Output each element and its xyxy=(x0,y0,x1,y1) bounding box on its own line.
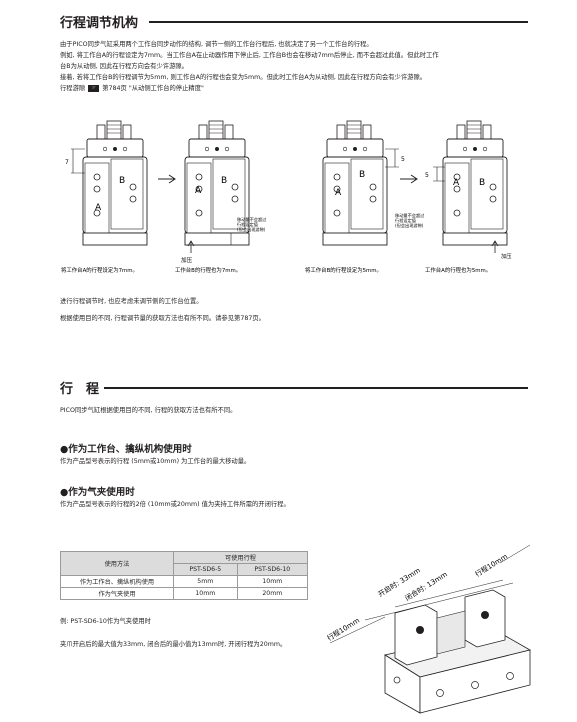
model-header: PST-SD6-5 xyxy=(173,563,238,576)
paragraph-6: 根据使用目的不同, 行程调节量的获取方法也有所不同。请参见第787页。 xyxy=(60,315,265,322)
value-cell: 20mm xyxy=(236,587,309,600)
cylinder-figure-3: A B 5 xyxy=(322,120,405,246)
arrow-right-icon xyxy=(400,174,418,184)
table-a-label: A xyxy=(195,186,202,196)
dimension-7: 7 xyxy=(65,159,69,166)
value-cell: 10mm xyxy=(236,575,309,588)
col-stroke-header: 可使用行程 xyxy=(173,551,308,564)
arrow-right-icon xyxy=(158,174,176,184)
stroke-adjust-diagram: A B 7 A B 加压 移动量不会超过 行程设定值 (但会出现游隙) A B … xyxy=(61,120,511,274)
arrow-up-icon xyxy=(491,240,499,253)
value-cell: 10mm xyxy=(173,587,238,600)
paragraph-5: 进行行程调节时, 也应考虑未调节侧的工作台位置。 xyxy=(60,298,203,305)
example-label: 例: PST-SD6-10作为气夹使用时 xyxy=(60,618,151,625)
cylinder-figure-1: A B 7 xyxy=(65,120,148,246)
paragraph-2a: 例如, 将工作台A的行程设定为7mm。当工作台A在止动器作用下停止后, 工作台B… xyxy=(60,52,439,59)
backlash-label: 行程游隙 xyxy=(60,85,86,92)
caption-1: 将工作台A的行程设定为7mm。 xyxy=(61,266,138,274)
dimension-5: 5 xyxy=(401,156,405,163)
table-row: 作为工作台、擒纵机构使用 5mm 10mm xyxy=(60,575,309,588)
caption-2: 工作台B的行程也为7mm。 xyxy=(175,266,241,274)
note-line-3: (但会出现游隙) xyxy=(395,222,424,229)
title-rule xyxy=(149,21,528,23)
title-rule xyxy=(104,387,528,389)
section-title-stroke: 行 程 xyxy=(60,382,100,397)
stroke-intro: PICO同步气缸根据使用目的不同, 行程的获取方法也有所不同。 xyxy=(60,407,237,414)
note-line-1: 移动量不会超过 xyxy=(237,216,267,223)
table-a-label: A xyxy=(335,188,342,198)
caption-4: 工作台A的行程也为5mm。 xyxy=(425,266,491,274)
col-usage-header: 使用方法 xyxy=(60,551,174,576)
note-line-2: 行程设定值 xyxy=(237,221,258,228)
usage-cell: 作为气夹使用 xyxy=(60,587,174,600)
page-reference-icon: ☞ xyxy=(88,84,100,92)
table-b-label: B xyxy=(119,176,125,186)
section-title-stroke-adjust: 行程调节机构 xyxy=(60,16,139,31)
paragraph-4: 行程游隙 ☞ 第784页 "从动侧工作台的停止精度" xyxy=(60,84,204,95)
note-line-1: 移动量不会超过 xyxy=(395,212,425,219)
note-line-2: 行程设定值 xyxy=(395,217,416,224)
cylinder-figure-2: A B 加压 移动量不会超过 行程设定值 (但会出现游隙) xyxy=(181,120,267,264)
page-reference-link[interactable]: 第784页 "从动侧工作台的停止精度" xyxy=(102,85,204,92)
dimension-5: 5 xyxy=(425,172,429,179)
note-line-3: (但会出现游隙) xyxy=(237,226,266,233)
cylinder-figure-4: A B 5 加压 xyxy=(425,120,511,260)
table-a-label: A xyxy=(95,203,102,213)
example-text: 夹爪开启后的最大值为33mm, 闭合后的最小值为13mm时, 开闭行程为20mm… xyxy=(60,641,287,648)
table-row: 作为气夹使用 10mm 20mm xyxy=(60,587,309,600)
stroke-right-label: 行程10mm xyxy=(473,552,509,579)
heading-table-use: ●作为工作台、擒纵机构使用时 xyxy=(60,444,192,455)
paragraph-1: 由于PICO同步气缸采用两个工作台同步动作的结构, 调节一侧的工作台行程后, 也… xyxy=(60,41,373,48)
text-table-use: 作为产品型号表示的行程 (5mm或10mm) 为工作台的最大移动量。 xyxy=(60,458,251,465)
table-b-label: B xyxy=(479,178,485,188)
heading-gripper-use: ●作为气夹使用时 xyxy=(60,487,135,498)
table-b-label: B xyxy=(359,170,365,180)
model-header: PST-SD6-10 xyxy=(236,563,309,576)
caption-3: 将工作台B的行程设定为5mm。 xyxy=(305,266,382,274)
paragraph-3: 接着, 若将工作台B的行程调节为5mm, 则工作台A的行程也会变为5mm。但此时… xyxy=(60,74,427,81)
table-b-label: B xyxy=(221,176,227,186)
stroke-left-label: 行程10mm xyxy=(325,616,361,643)
value-cell: 5mm xyxy=(173,575,238,588)
usage-cell: 作为工作台、擒纵机构使用 xyxy=(60,575,174,588)
paragraph-2b: 台B为从动侧, 因此在行程方向会有少许游隙。 xyxy=(60,63,188,70)
arrow-up-icon xyxy=(187,240,195,253)
push-label: 加压 xyxy=(181,256,193,264)
stroke-table: 使用方法 可使用行程 PST-SD6-5 PST-SD6-10 作为工作台、擒纵… xyxy=(60,551,309,600)
text-gripper-use: 作为产品型号表示的行程的2倍 (10mm或20mm) 值为夹持工件所需的开闭行程… xyxy=(60,501,290,508)
push-label: 加压 xyxy=(501,252,511,260)
gripper-figure: 开启时: 33mm 闭合时: 13mm 行程10mm 行程10mm xyxy=(325,544,532,714)
table-a-label: A xyxy=(453,178,460,188)
